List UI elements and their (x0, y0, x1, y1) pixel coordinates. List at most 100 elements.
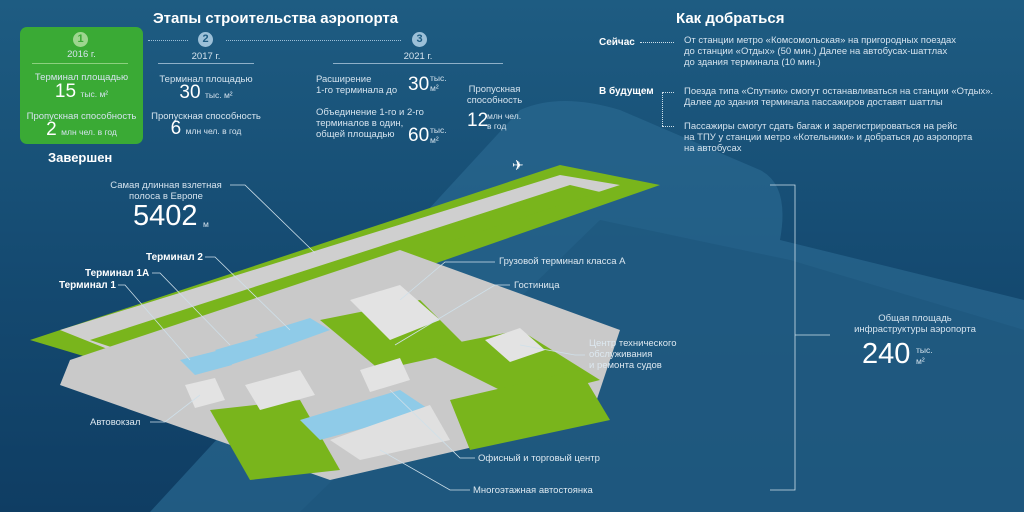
stage-1-cap-unit: млн чел. в год (61, 127, 117, 137)
text-line: до станции «Отдых» (50 мин.) Далее на ав… (684, 46, 948, 57)
stage-3-merge-value: 60 (408, 125, 430, 146)
text-line: Расширение (316, 74, 372, 85)
text-line: Пассажиры смогут сдать багаж и зарегистр… (684, 121, 958, 132)
stage-1-cap-value: 2 (46, 119, 57, 140)
text-line: инфраструктуры аэропорта (854, 324, 976, 335)
stage-2-year: 2017 г. (191, 51, 221, 62)
route-future-label: В будущем (599, 86, 654, 97)
text-line: Самая длинная взлетная (110, 180, 222, 191)
bus-station (185, 378, 225, 408)
divider (333, 63, 503, 64)
route-future-text-2: Пассажиры смогут сдать багаж и зарегистр… (684, 121, 972, 154)
divider (158, 63, 254, 64)
label-terminal-1: Терминал 1 (59, 280, 116, 291)
stage-3-year: 2021 г. (403, 51, 433, 62)
stage-3-cap-unit: млн чел.в год (487, 111, 521, 131)
route-title: Как добраться (676, 10, 785, 27)
stage-1-cap-label: Пропускная способность (26, 111, 137, 122)
stage-1-year: 2016 г. (67, 49, 96, 60)
building (245, 370, 315, 410)
text-line: тыс. (430, 73, 447, 83)
text-line: обслуживания (589, 349, 653, 360)
terminal-1a (215, 337, 275, 365)
stage-2-number: 2 (198, 32, 213, 47)
runway-grass-2 (90, 185, 600, 350)
label-bus-station: Автовокзал (90, 417, 141, 428)
text-line: тыс. (430, 125, 447, 135)
text-line: м² (916, 356, 925, 366)
route-now-label: Сейчас (599, 37, 635, 48)
text-line: на автобусах (684, 143, 742, 154)
tech-center (485, 328, 545, 362)
stage-1-area-value: 15 (54, 81, 77, 102)
text-line: Пропускная (468, 84, 521, 95)
area-unit: тыс.м² (916, 345, 933, 367)
plane-icon: ✈ (512, 157, 524, 173)
stage-2-area-label: Терминал площадью (159, 74, 253, 85)
stage-2-cap-label: Пропускная способность (151, 111, 261, 122)
text-line: терминалов в один, (316, 118, 404, 129)
text-line: м² (430, 135, 439, 145)
label-hotel: Гостиница (514, 280, 560, 291)
text-line: От станции метро «Комсомольская» на приг… (684, 35, 957, 46)
arrow-connector (148, 40, 188, 41)
stage-2-cap-unit: млн чел. в год (185, 126, 242, 136)
stage-3-expand-value: 30 (408, 74, 430, 95)
hotel (360, 358, 410, 392)
text-line: и ремонта судов (589, 360, 662, 371)
text-line: Далее до здания терминала пассажиров дос… (684, 97, 943, 108)
text-line: полоса в Европе (129, 191, 203, 202)
stages-title: Этапы строительства аэропорта (153, 10, 399, 27)
stage-1-area-label: Терминал площадью (34, 72, 129, 83)
stage-3-expand-unit: тыс.м² (430, 73, 447, 93)
stage-2-cap-value: 6 (170, 118, 182, 139)
text-line: Поезда типа «Спутник» смогут останавлива… (684, 86, 994, 97)
stage-1-status: Завершен (48, 150, 113, 165)
terminal-1 (180, 350, 232, 375)
stage-1-area-unit: тыс. м² (80, 89, 109, 99)
text-line: общей площадью (316, 129, 395, 140)
route-now-text: От станции метро «Комсомольская» на приг… (684, 35, 956, 68)
stage-3-merge-unit: тыс.м² (430, 125, 447, 145)
runway-unit: м (203, 219, 209, 229)
text-line: способность (466, 95, 523, 106)
text-line: тыс. (916, 345, 933, 355)
arrow-connector (226, 40, 401, 41)
stage-3-cap-value: 12 (467, 110, 489, 131)
office-center (300, 390, 430, 440)
divider (32, 63, 128, 64)
label-cargo: Грузовой терминал класса А (499, 256, 626, 267)
text-line: м² (430, 83, 439, 93)
text-line: до здания терминала (10 мин.) (684, 57, 821, 68)
grass-patch (450, 370, 610, 450)
arrow-connector (662, 126, 674, 127)
label-terminal-2: Терминал 2 (146, 252, 203, 263)
arrow-connector (662, 92, 674, 126)
arrow-connector (640, 42, 674, 43)
text-line: 1-го терминала до (316, 85, 398, 96)
stage-2-area-unit: тыс. м² (204, 90, 233, 100)
route-future-text-1: Поезда типа «Спутник» смогут останавлива… (684, 86, 993, 108)
area-value: 240 (862, 338, 911, 370)
label-parking: Многоэтажная автостоянка (473, 485, 593, 496)
stage-2-area-value: 30 (179, 82, 201, 103)
stage-1-number: 1 (73, 32, 88, 47)
runway-value: 5402 (133, 200, 198, 232)
text-line: Объединение 1-го и 2-го (316, 107, 424, 118)
terminal-2 (255, 318, 330, 350)
text-line: Общая площадь (878, 313, 952, 324)
text-line: Центр технического (589, 338, 677, 349)
text-line: млн чел. (487, 111, 522, 121)
label-terminal-1a: Терминал 1А (85, 268, 150, 279)
text-line: в год (487, 121, 507, 131)
stage-3-number: 3 (412, 32, 427, 47)
label-office: Офисный и торговый центр (478, 453, 600, 464)
cargo-terminal (350, 285, 440, 340)
leader-lines (118, 184, 830, 491)
